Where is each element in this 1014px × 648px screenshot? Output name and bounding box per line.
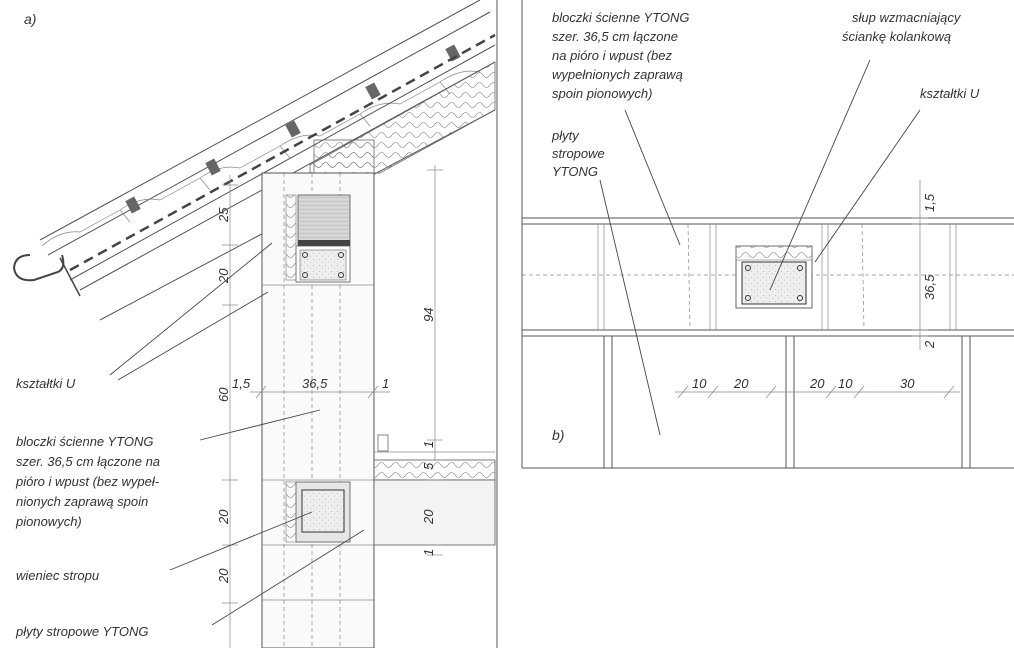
knee-wall — [261, 172, 496, 648]
label-b-slup-line1: słup wzmacniający — [852, 10, 962, 25]
dim-a-20-bottom: 20 — [216, 568, 231, 584]
label-b-ksztaltki-u: kształtki U — [920, 86, 980, 101]
dim-a-1: 1 — [382, 376, 389, 391]
label-a-bloczki-line3: pióro i wpust (bez wypeł- — [15, 474, 160, 489]
label-a-bloczki-line1: bloczki ścienne YTONG — [16, 434, 154, 449]
dim-a-20-slab: 20 — [421, 509, 436, 525]
dim-b-1-5: 1,5 — [922, 193, 937, 212]
roof-tiles — [39, 0, 496, 321]
leader-lines-a — [109, 242, 365, 626]
dim-b-10-right: 10 — [838, 376, 853, 391]
label-a-bloczki-line5: pionowych) — [15, 514, 82, 529]
section-a-drawing: 25 20 60 20 20 94 1 5 20 1 1,5 36,5 1 a)… — [12, 0, 498, 648]
dim-b-30: 30 — [900, 376, 915, 391]
label-b-bloczki-line1: bloczki ścienne YTONG — [552, 10, 690, 25]
label-b-slup-line2: ściankę kolankową — [842, 29, 951, 44]
label-a-plyty: płyty stropowe YTONG — [15, 624, 148, 639]
panel-b-tag: b) — [552, 427, 564, 443]
label-b-bloczki-line2: szer. 36,5 cm łączone — [552, 29, 678, 44]
label-b-bloczki-line5: spoin pionowych) — [552, 86, 652, 101]
dim-a-25: 25 — [216, 207, 231, 223]
dim-b-10-left: 10 — [692, 376, 707, 391]
label-a-bloczki-line4: nionych zaprawą spoin — [16, 494, 148, 509]
dim-b-20-left: 20 — [733, 376, 749, 391]
dim-a-5: 5 — [421, 462, 436, 470]
dim-a-1-lower: 1 — [421, 549, 436, 556]
dim-b-2: 2 — [922, 340, 937, 349]
dim-a-94: 94 — [421, 308, 436, 322]
dim-a-36-5: 36,5 — [302, 376, 328, 391]
dim-a-1-5: 1,5 — [232, 376, 251, 391]
label-a-wieniec: wieniec stropu — [16, 568, 99, 583]
label-a-bloczki-line2: szer. 36,5 cm łączone na — [16, 454, 160, 469]
label-b-bloczki-line3: na pióro i wpust (bez — [552, 48, 672, 63]
label-b-plyty-line1: płyty — [551, 128, 580, 143]
dim-a-20-mid: 20 — [216, 509, 231, 525]
section-b-drawing — [521, 0, 1014, 469]
label-b-plyty-line3: YTONG — [552, 164, 598, 179]
label-b-plyty-line2: stropowe — [552, 146, 605, 161]
dim-a-20-top: 20 — [216, 268, 231, 284]
dim-a-60: 60 — [216, 387, 231, 402]
label-a-ksztaltki-u: kształtki U — [16, 376, 76, 391]
panel-a-tag: a) — [24, 11, 36, 27]
label-b-bloczki-line4: wypełnionych zaprawą — [552, 67, 683, 82]
dimension-lines-a — [222, 165, 443, 648]
dim-b-36-5: 36,5 — [922, 274, 937, 300]
gutter-icon — [12, 254, 65, 282]
dim-a-1-upper: 1 — [421, 441, 436, 448]
dim-b-20-right: 20 — [809, 376, 825, 391]
